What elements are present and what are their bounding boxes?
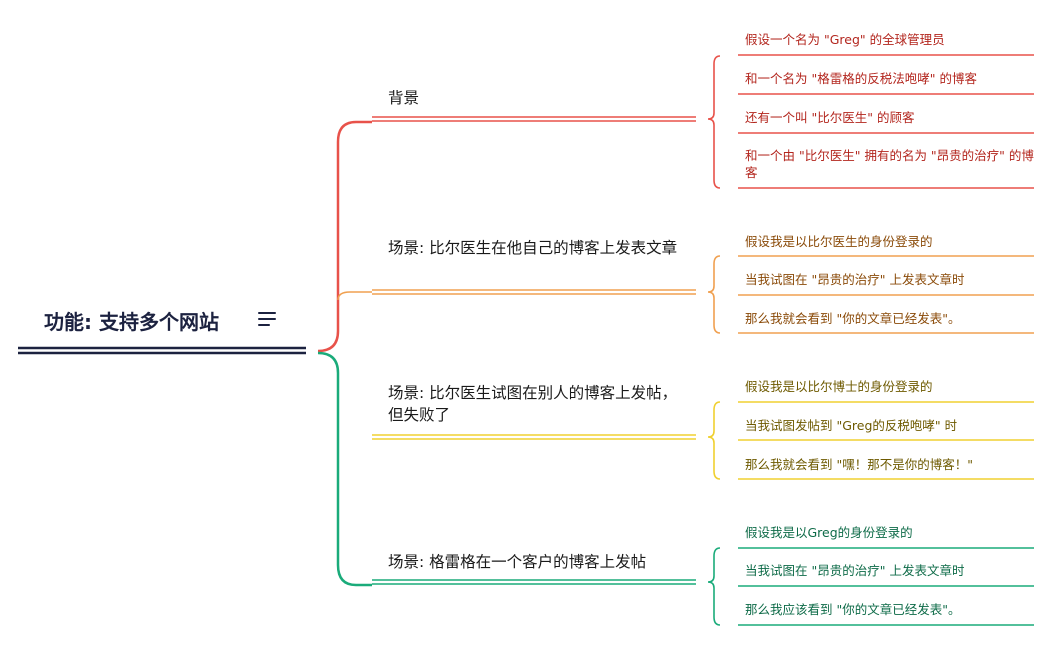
branch-scenario-3[interactable]: 场景: 格雷格在一个客户的博客上发帖	[388, 553, 647, 571]
leaf-3-3[interactable]: 那么我就会看到 "嘿！那不是你的博客！"	[745, 457, 973, 472]
root-topic[interactable]: 功能: 支持多个网站	[44, 310, 219, 334]
branch-scenario-2[interactable]: 场景: 比尔医生试图在别人的博客上发帖，但失败了	[388, 384, 678, 424]
leaf-4-2[interactable]: 当我试图在 "昂贵的治疗" 上发表文章时	[745, 563, 965, 578]
leaf-3-1[interactable]: 假设我是以比尔博士的身份登录的	[745, 379, 933, 394]
branch-3-bracket	[707, 401, 721, 480]
leaf-1-2[interactable]: 和一个名为 "格雷格的反税法咆哮" 的博客	[745, 71, 977, 86]
leaf-1-3[interactable]: 还有一个叫 "比尔医生" 的顾客	[745, 110, 915, 125]
notes-lines-icon[interactable]	[258, 312, 278, 328]
branch-scenario-1[interactable]: 场景: 比尔医生在他自己的博客上发表文章	[388, 239, 678, 257]
leaf-1-4[interactable]: 和一个由 "比尔医生" 拥有的名为 "昂贵的治疗" 的博客	[745, 148, 1034, 180]
leaf-2-1[interactable]: 假设我是以比尔医生的身份登录的	[745, 234, 933, 249]
branch-background[interactable]: 背景	[388, 89, 420, 107]
leaf-4-1[interactable]: 假设我是以Greg的身份登录的	[745, 525, 913, 540]
branch-1-bracket	[707, 55, 721, 189]
leaf-1-1[interactable]: 假设一个名为 "Greg" 的全球管理员	[745, 32, 945, 47]
green-main-bracket	[317, 351, 357, 587]
leaf-3-2[interactable]: 当我试图发帖到 "Greg的反税咆哮" 时	[745, 418, 958, 433]
red-main-bracket	[317, 120, 357, 353]
branch-2-connector	[337, 291, 372, 301]
branch-4-bracket	[707, 547, 721, 626]
leaf-2-3[interactable]: 那么我就会看到 "你的文章已经发表"。	[745, 311, 961, 326]
branch-2-bracket	[707, 255, 721, 334]
leaf-4-3[interactable]: 那么我应该看到 "你的文章已经发表"。	[745, 602, 961, 617]
leaf-2-2[interactable]: 当我试图在 "昂贵的治疗" 上发表文章时	[745, 272, 965, 287]
